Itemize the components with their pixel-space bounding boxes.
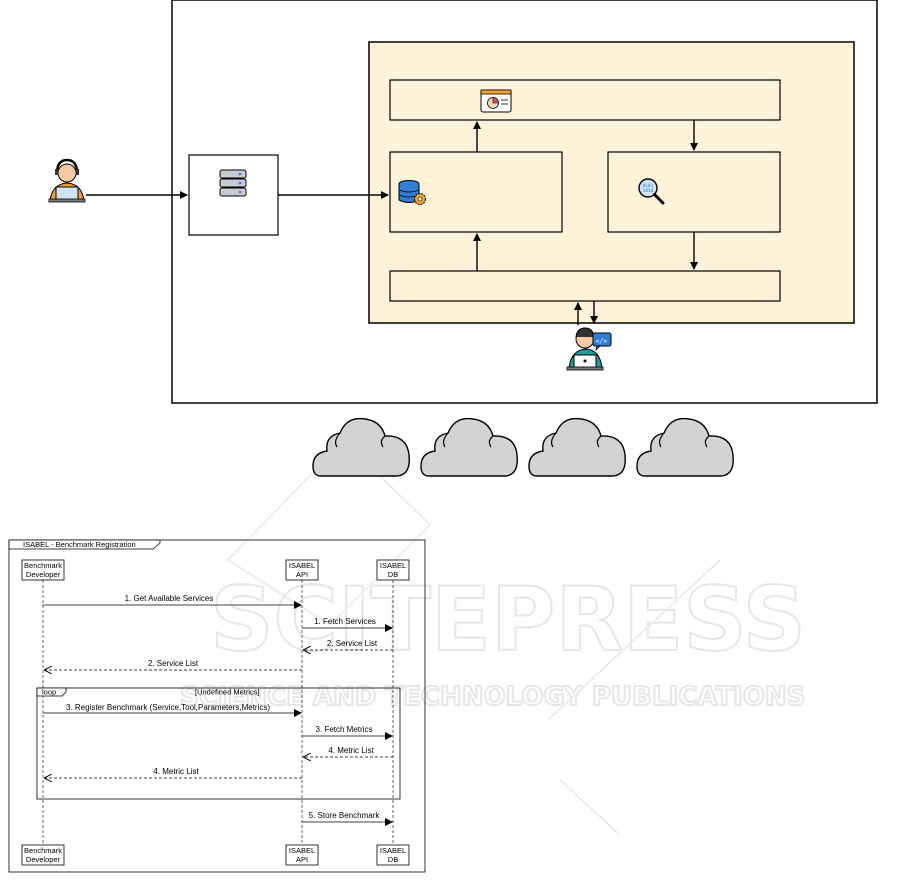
message-metric-list-db: 4. Metric List xyxy=(304,746,393,757)
svg-text:3. Register Benchmark (Service: 3. Register Benchmark (Service,Tool,Para… xyxy=(66,703,270,712)
loop-guard: [Undefined Metrics] xyxy=(195,688,260,697)
participant-db-top: ISABEL DB xyxy=(376,559,410,581)
svg-text:Benchmark: Benchmark xyxy=(24,846,62,855)
cloud-icon-1 xyxy=(312,417,410,477)
svg-text:Developer: Developer xyxy=(26,855,61,864)
participant-db-bottom: ISABEL DB xyxy=(376,844,410,866)
database-gear-icon xyxy=(398,180,426,205)
developer-code-icon: </> xyxy=(566,327,612,371)
message-fetch-services: 1. Fetch Services xyxy=(302,617,393,632)
sequence-diagram: ISABEL - Benchmark Registration Benchmar… xyxy=(8,539,426,873)
participant-developer-bottom: Benchmark Developer xyxy=(21,844,65,866)
message-service-list-api: 2. Service List xyxy=(45,659,302,670)
svg-text:API: API xyxy=(296,570,308,579)
user-laptop-icon xyxy=(48,158,86,203)
svg-text:1010: 1010 xyxy=(643,188,654,194)
cloud-icon-2 xyxy=(420,417,518,477)
participant-api-top: ISABEL API xyxy=(285,559,319,581)
participant-developer-top: Benchmark Developer xyxy=(21,559,65,581)
message-get-available-services: 1. Get Available Services xyxy=(43,594,302,609)
message-fetch-metrics: 3. Fetch Metrics xyxy=(302,725,393,740)
svg-text:1. Get Available Services: 1. Get Available Services xyxy=(125,594,214,603)
sequence-frame xyxy=(8,539,426,873)
svg-text:ISABEL: ISABEL xyxy=(380,846,406,855)
svg-text:Benchmark: Benchmark xyxy=(24,561,62,570)
message-metric-list-api: 4. Metric List xyxy=(45,767,302,778)
svg-text:2. Service List: 2. Service List xyxy=(148,659,199,668)
svg-text:4. Metric List: 4. Metric List xyxy=(153,767,199,776)
message-service-list-db: 2. Service List xyxy=(304,639,393,650)
architecture-diagram: 0101 1010 </> xyxy=(48,0,878,477)
cloud-icon-3 xyxy=(528,417,626,477)
loop-label: loop xyxy=(42,688,56,697)
watermark-brand: SCITEPRESS xyxy=(210,568,806,671)
svg-text:DB: DB xyxy=(388,855,398,864)
data-search-icon: 0101 1010 xyxy=(638,178,665,205)
database-server-icon xyxy=(219,169,247,197)
cloud-icon-4 xyxy=(636,417,734,477)
loop-fragment xyxy=(36,687,401,800)
publisher-watermark: SCITEPRESS SCIENCE AND TECHNOLOGY PUBLIC… xyxy=(179,445,807,836)
svg-text:ISABEL: ISABEL xyxy=(380,561,406,570)
message-register-benchmark: 3. Register Benchmark (Service,Tool,Para… xyxy=(43,703,302,717)
svg-text:</>: </> xyxy=(596,337,608,345)
loop-tab xyxy=(36,687,67,697)
bottom-component-box xyxy=(389,270,781,302)
svg-text:5. Store Benchmark: 5. Store Benchmark xyxy=(309,811,381,820)
svg-text:Developer: Developer xyxy=(26,570,61,579)
top-component-box xyxy=(389,79,781,121)
watermark-emblem-right xyxy=(547,559,721,836)
message-store-benchmark: 5. Store Benchmark xyxy=(302,811,393,826)
svg-text:ISABEL: ISABEL xyxy=(289,561,315,570)
svg-text:ISABEL: ISABEL xyxy=(289,846,315,855)
svg-text:0101: 0101 xyxy=(643,183,654,189)
svg-text:1. Fetch Services: 1. Fetch Services xyxy=(314,617,376,626)
frame-title-tab xyxy=(8,539,161,550)
right-component-box xyxy=(607,151,781,233)
svg-text:4. Metric List: 4. Metric List xyxy=(328,746,374,755)
watermark-tagline: SCIENCE AND TECHNOLOGY PUBLICATIONS xyxy=(180,682,805,712)
dashboard-chart-icon xyxy=(480,89,512,113)
svg-text:DB: DB xyxy=(388,570,398,579)
svg-text:2. Service List: 2. Service List xyxy=(327,639,378,648)
svg-text:API: API xyxy=(296,855,308,864)
participant-api-bottom: ISABEL API xyxy=(285,844,319,866)
svg-text:3. Fetch Metrics: 3. Fetch Metrics xyxy=(316,725,373,734)
frame-title: ISABEL - Benchmark Registration xyxy=(23,540,136,549)
